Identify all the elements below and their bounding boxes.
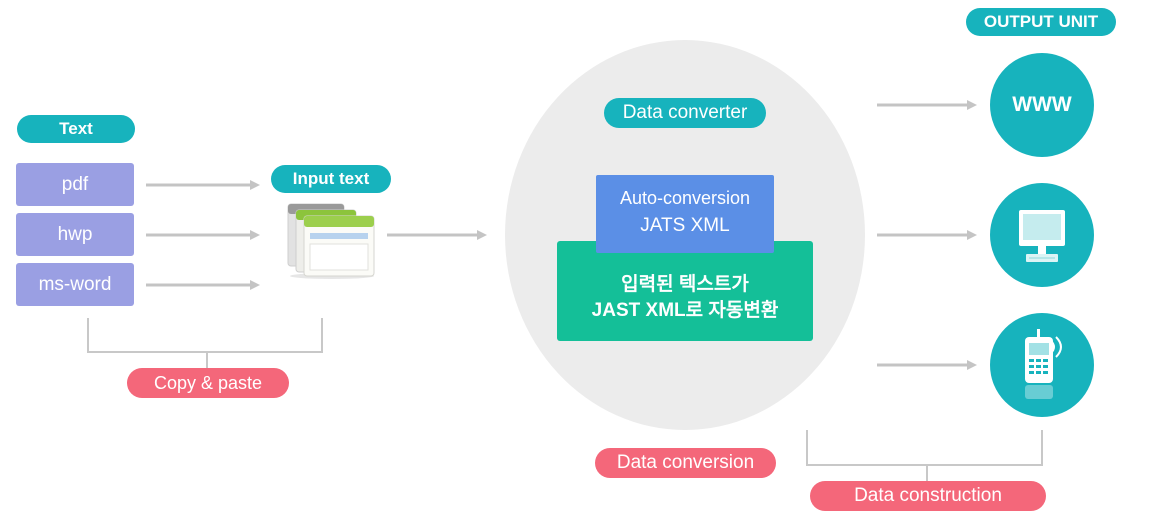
- www-circle: WWW: [990, 53, 1094, 157]
- copy-bracket-bottom: [87, 351, 323, 353]
- arrow-to-www: [877, 100, 977, 110]
- construction-bracket-right: [1041, 430, 1043, 466]
- arrow-to-mobile: [877, 360, 977, 370]
- arrow-to-monitor: [877, 230, 977, 240]
- monitor-circle: [990, 183, 1094, 287]
- arrow-hwp-to-input: [146, 230, 260, 240]
- copy-paste-label: Copy & paste: [127, 368, 289, 398]
- mobile-phone-icon: [1025, 329, 1062, 399]
- construction-bracket-left: [806, 430, 808, 466]
- construction-bracket-stem: [926, 464, 928, 482]
- window-stack-icon: [287, 203, 375, 279]
- data-construction-label: Data construction: [810, 481, 1046, 511]
- copy-bracket-right: [321, 318, 323, 353]
- text-group-label: Text: [17, 115, 135, 143]
- mobile-circle: [990, 313, 1094, 417]
- green-conversion-box: 입력된 텍스트가 JAST XML로 자동변환: [557, 241, 813, 341]
- input-text-label: Input text: [271, 165, 391, 193]
- copy-bracket-left: [87, 318, 89, 353]
- green-box-line-2: JAST XML로 자동변환: [591, 300, 779, 321]
- www-label: WWW: [1012, 93, 1072, 116]
- auto-box-line-2: JATS XML: [640, 215, 730, 236]
- file-hwp[interactable]: hwp: [16, 213, 134, 256]
- green-box-line-1: 입력된 텍스트가: [621, 274, 749, 295]
- construction-bracket-bottom: [806, 464, 1043, 466]
- copy-bracket-stem: [206, 351, 208, 369]
- data-converter-label: Data converter: [604, 98, 766, 128]
- monitor-icon: [1019, 210, 1065, 262]
- arrow-msword-to-input: [146, 280, 260, 290]
- file-ms-word[interactable]: ms-word: [16, 263, 134, 306]
- arrow-input-to-converter: [387, 230, 487, 240]
- auto-box-line-1: Auto-conversion: [619, 188, 751, 208]
- file-pdf[interactable]: pdf: [16, 163, 134, 206]
- output-unit-label: OUTPUT UNIT: [966, 8, 1116, 36]
- auto-conversion-box: Auto-conversion JATS XML: [596, 175, 774, 253]
- data-conversion-label: Data conversion: [595, 448, 776, 478]
- arrow-pdf-to-input: [146, 180, 260, 190]
